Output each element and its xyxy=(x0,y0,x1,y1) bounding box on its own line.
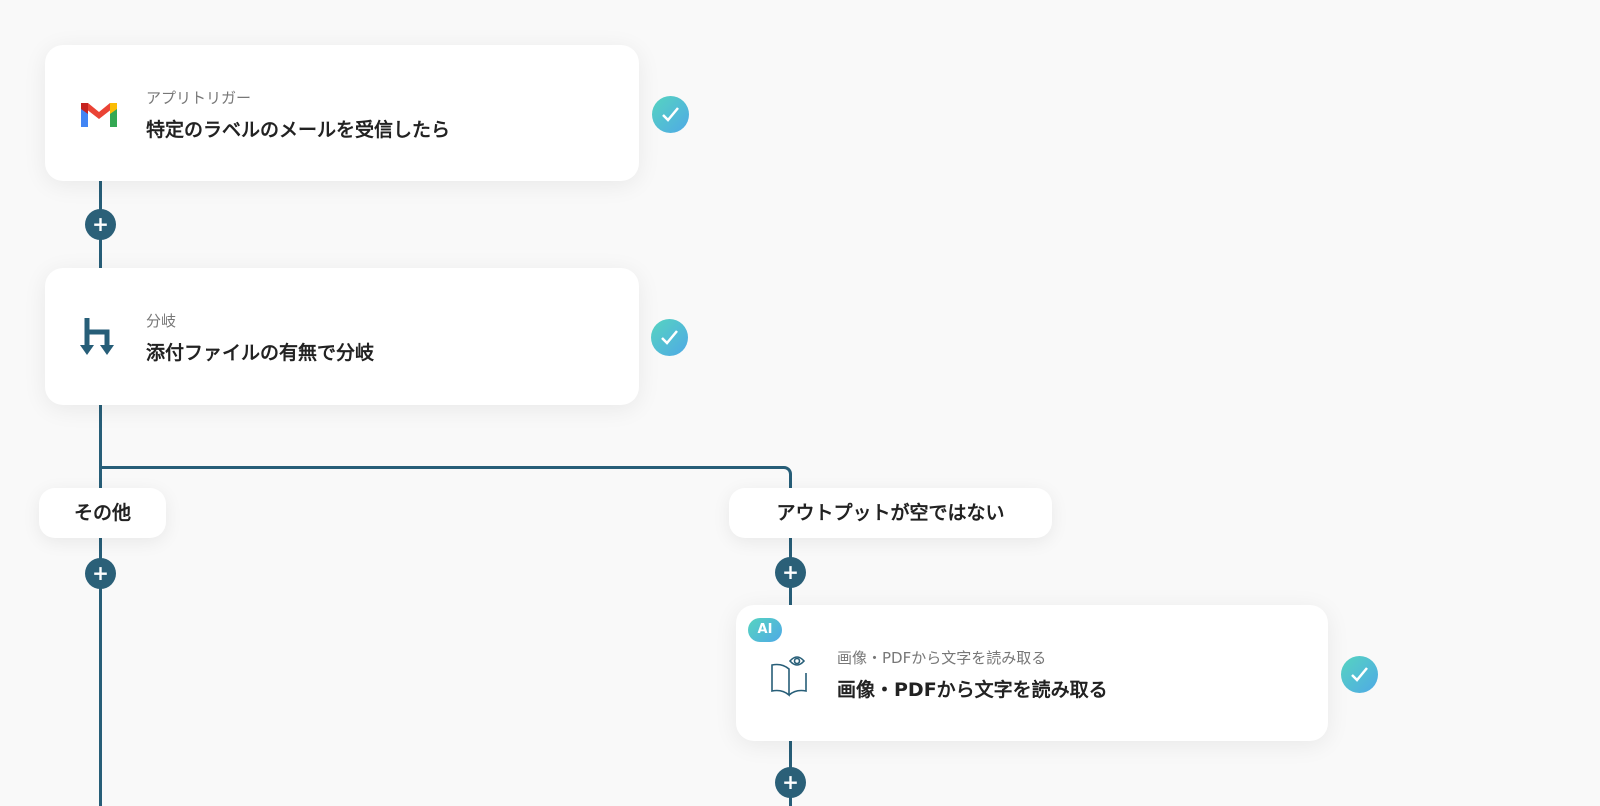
ai-badge: AI xyxy=(748,618,782,642)
branch-icon xyxy=(79,318,119,358)
branch-label-other[interactable]: その他 xyxy=(39,488,166,538)
add-step-button[interactable]: + xyxy=(775,557,806,588)
add-step-button[interactable]: + xyxy=(85,209,116,240)
check-icon xyxy=(1341,656,1378,693)
step-card-gmail-trigger[interactable]: アプリトリガー 特定のラベルのメールを受信したら xyxy=(45,45,639,181)
add-step-button[interactable]: + xyxy=(85,558,116,589)
book-eye-icon xyxy=(770,653,810,697)
check-icon xyxy=(651,319,688,356)
branch-label-output-not-empty[interactable]: アウトプットが空ではない xyxy=(729,488,1052,538)
add-step-button[interactable]: + xyxy=(775,767,806,798)
gmail-icon xyxy=(79,95,119,135)
step-title: 画像・PDFから文字を読み取る xyxy=(837,679,1108,701)
connector-line-branch-horizontal xyxy=(100,466,784,469)
step-subtitle: 画像・PDFから文字を読み取る xyxy=(837,649,1047,667)
step-card-branch[interactable]: 分岐 添付ファイルの有無で分岐 xyxy=(45,268,639,405)
connector-line-branch-corner xyxy=(780,466,792,481)
step-subtitle: 分岐 xyxy=(146,312,177,330)
step-subtitle: アプリトリガー xyxy=(146,89,252,107)
step-title: 特定のラベルのメールを受信したら xyxy=(146,119,451,141)
step-card-ocr[interactable]: AI 画像・PDFから文字を読み取る 画像・PDFから文字を読み取る xyxy=(736,605,1328,741)
step-title: 添付ファイルの有無で分岐 xyxy=(146,342,375,364)
check-icon xyxy=(652,96,689,133)
